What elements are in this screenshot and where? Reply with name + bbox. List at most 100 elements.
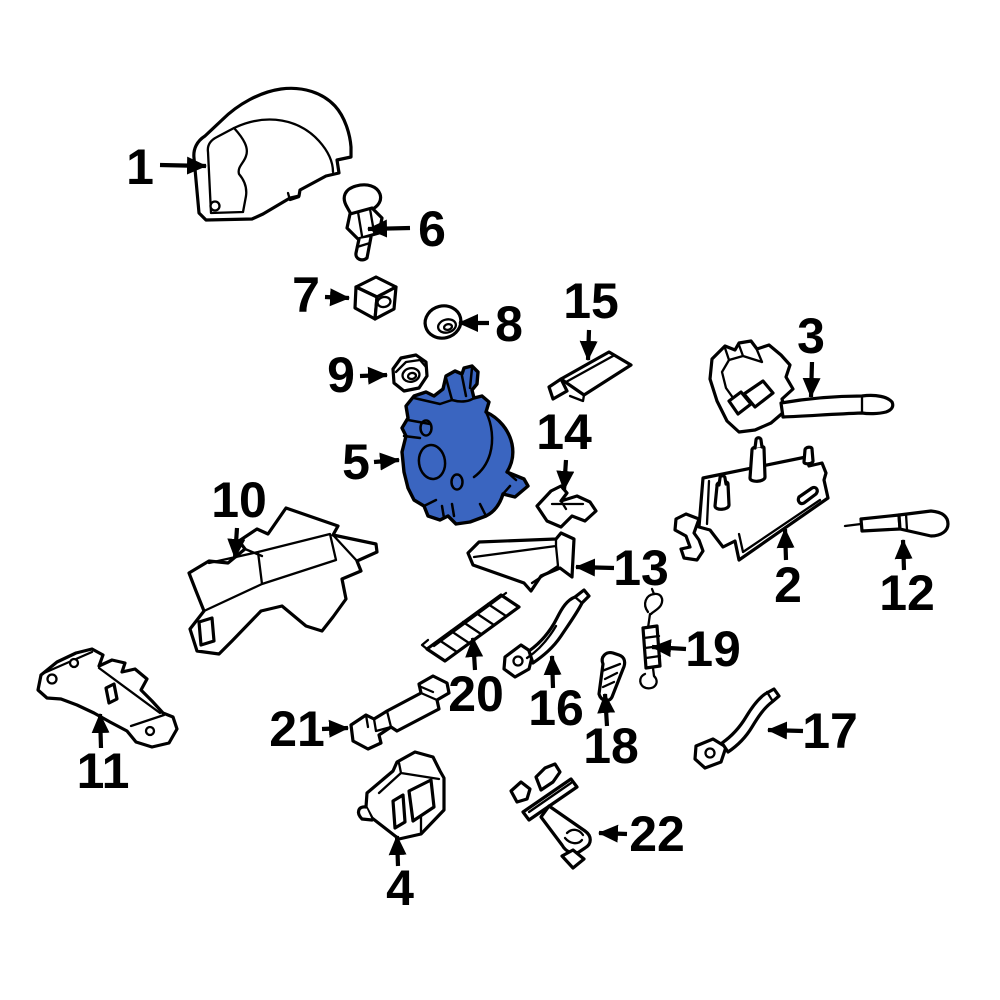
part-15-label[interactable]: 15 <box>563 273 619 329</box>
part-outline <box>364 750 446 841</box>
part-7-shape[interactable] <box>353 275 398 321</box>
part-12-shape[interactable] <box>843 509 950 538</box>
part-18-shape[interactable] <box>597 651 627 703</box>
part-4-shape[interactable] <box>356 750 446 841</box>
part-hole <box>450 473 464 491</box>
part-2-shape[interactable] <box>673 436 830 562</box>
part-detail <box>407 778 436 823</box>
callout-9: 9 <box>327 347 388 403</box>
callout-11: 11 <box>77 713 130 799</box>
part-hole <box>209 200 221 212</box>
part-17-shape[interactable] <box>693 687 781 770</box>
part-outline <box>673 512 705 562</box>
part-hole <box>419 419 433 437</box>
part-13-shape[interactable] <box>466 531 576 593</box>
part-outline <box>796 485 819 506</box>
part-18-label[interactable]: 18 <box>583 718 639 774</box>
part-17-label[interactable]: 17 <box>802 703 858 759</box>
part-7-label[interactable]: 7 <box>292 267 320 323</box>
part-19-shape[interactable] <box>639 587 664 690</box>
part-20-shape[interactable] <box>420 591 521 663</box>
part-hole <box>512 655 524 667</box>
part-14-shape[interactable] <box>535 484 598 529</box>
leader-arrow-13 <box>575 558 615 577</box>
part-detail <box>843 522 863 528</box>
part-outline <box>527 588 591 665</box>
part-21-shape[interactable] <box>349 674 451 751</box>
part-9-shape[interactable] <box>391 353 429 393</box>
part-detail <box>904 512 909 532</box>
part-10-label[interactable]: 10 <box>211 472 267 528</box>
part-outline <box>779 393 895 419</box>
part-outline <box>187 506 379 656</box>
part-1-label[interactable]: 1 <box>126 139 154 195</box>
part-3-shape[interactable] <box>708 339 895 434</box>
part-detail <box>563 828 585 845</box>
leader-arrow-6 <box>367 219 411 238</box>
part-outline <box>345 206 384 241</box>
part-hole <box>376 295 392 309</box>
part-12-label[interactable]: 12 <box>879 565 935 621</box>
part-22-label[interactable]: 22 <box>629 806 685 862</box>
part-detail <box>356 805 374 822</box>
part-1-shape[interactable] <box>192 86 353 222</box>
part-19-label[interactable]: 19 <box>685 621 741 677</box>
part-detail <box>232 118 335 174</box>
leader-arrow-7 <box>324 288 350 307</box>
part-detail <box>42 650 166 728</box>
part-outline <box>727 390 753 416</box>
part-5-label[interactable]: 5 <box>342 434 370 490</box>
part-9-label[interactable]: 9 <box>327 347 355 403</box>
part-6-label[interactable]: 6 <box>418 201 446 257</box>
leader-arrow-14 <box>556 459 575 491</box>
part-detail <box>437 602 508 654</box>
part-11-label[interactable]: 11 <box>77 743 130 799</box>
part-detail <box>391 793 407 830</box>
part-8-label[interactable]: 8 <box>495 296 523 352</box>
part-2-label[interactable]: 2 <box>774 557 802 613</box>
part-22-shape[interactable] <box>509 762 592 870</box>
part-16-shape[interactable] <box>502 588 591 679</box>
part-14-label[interactable]: 14 <box>536 404 592 460</box>
callout-3: 3 <box>797 308 825 398</box>
part-stud <box>717 474 728 487</box>
leader-arrow-22 <box>598 824 628 843</box>
part-15-shape[interactable] <box>547 350 633 403</box>
part-detail <box>104 682 119 705</box>
part-5-shape[interactable] <box>400 364 530 526</box>
part-hole <box>417 443 447 481</box>
callout-4: 4 <box>386 835 414 916</box>
leader-arrow-5 <box>373 452 400 471</box>
part-hole <box>197 616 216 647</box>
callout-15: 15 <box>563 273 619 361</box>
part-3-label[interactable]: 3 <box>797 308 825 364</box>
part-6-shape[interactable] <box>342 183 384 262</box>
callout-21: 21 <box>269 701 349 757</box>
part-10-shape[interactable] <box>187 506 379 656</box>
part-4-label[interactable]: 4 <box>386 860 414 916</box>
part-11-shape[interactable] <box>36 647 179 749</box>
part-21-label[interactable]: 21 <box>269 701 325 757</box>
part-outline <box>720 687 781 754</box>
part-8-shape[interactable] <box>422 302 465 342</box>
part-detail <box>364 684 439 733</box>
leader-arrow-21 <box>321 719 349 738</box>
part-detail <box>472 410 494 479</box>
part-16-label[interactable]: 16 <box>528 680 584 736</box>
part-detail <box>525 595 584 660</box>
part-detail <box>639 666 658 690</box>
leader-arrow-20 <box>465 637 484 671</box>
callout-18: 18 <box>583 693 639 774</box>
part-hole <box>704 747 716 759</box>
part-13-label[interactable]: 13 <box>613 540 669 596</box>
leader-arrow-4 <box>388 835 407 867</box>
callout-5: 5 <box>342 434 400 490</box>
part-20-label[interactable]: 20 <box>448 666 504 722</box>
callout-1: 1 <box>126 139 207 195</box>
callout-17: 17 <box>767 703 858 759</box>
part-hole <box>46 673 58 685</box>
part-detail <box>705 479 822 554</box>
part-detail <box>402 418 518 518</box>
callout-2: 2 <box>774 528 802 613</box>
